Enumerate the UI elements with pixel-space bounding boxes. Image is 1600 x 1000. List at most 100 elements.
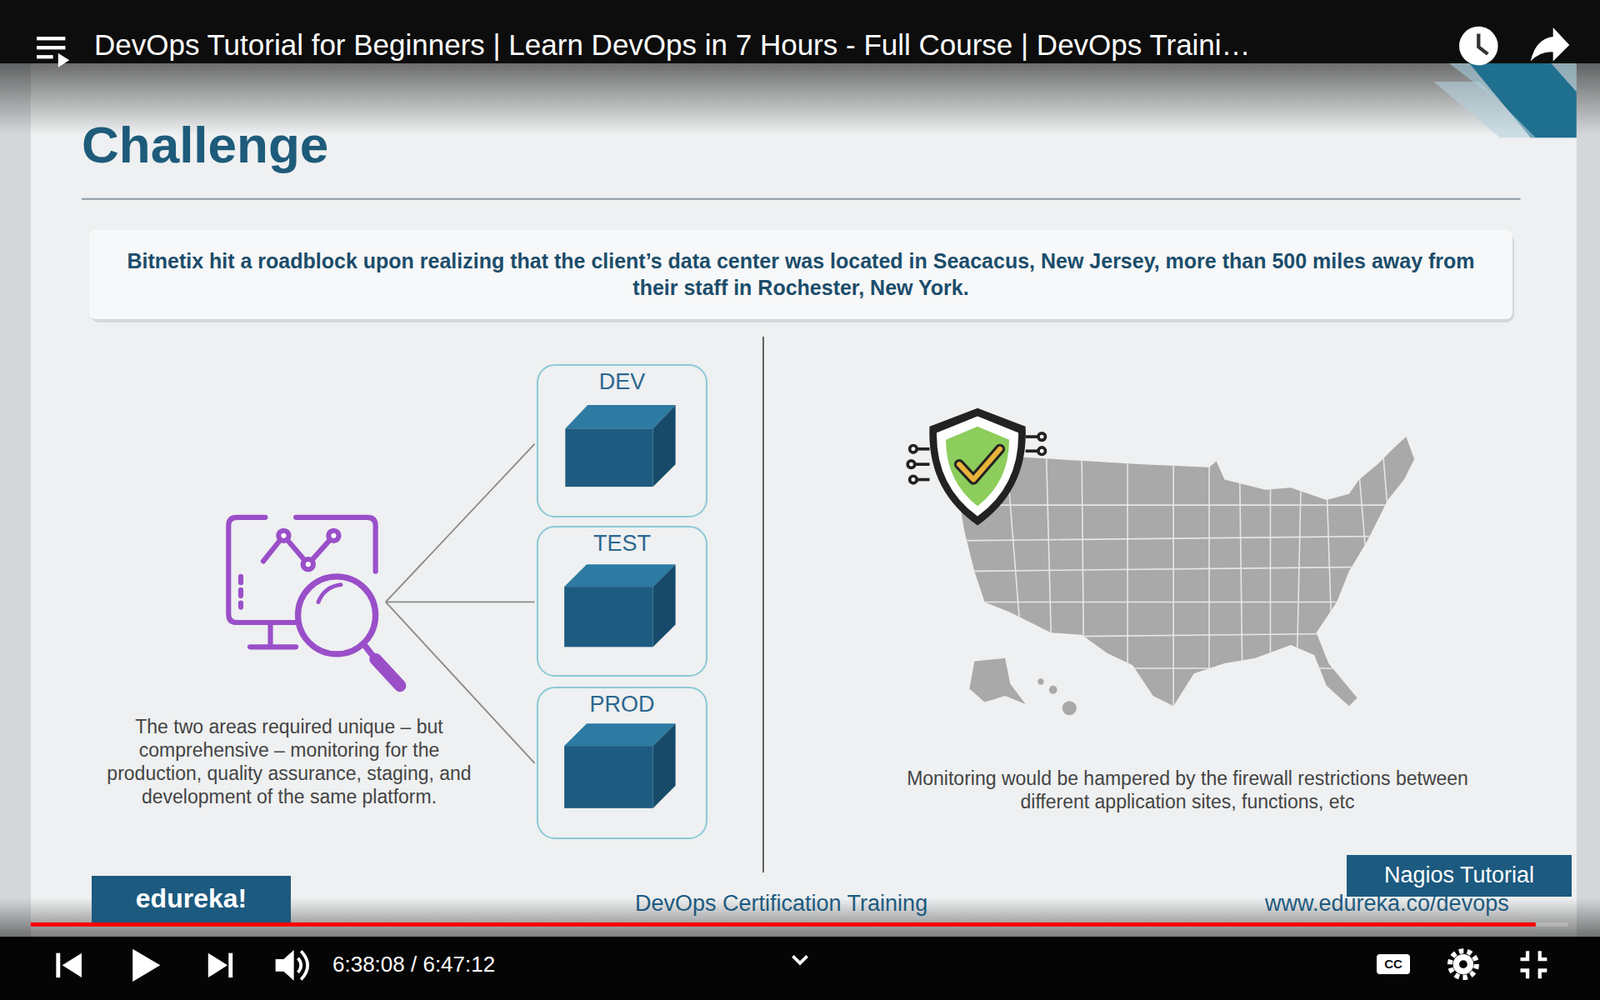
- shield-icon: [914, 462, 930, 466]
- monitoring-icon: [278, 530, 289, 541]
- shield-icon: [907, 460, 915, 469]
- box-heading: PROD: [538, 690, 706, 718]
- us-map: [1172, 439, 1175, 715]
- playlist-icon: [36, 45, 65, 50]
- box-heading: Bitnetix hit a roadblock upon realizing …: [122, 248, 1480, 301]
- exit-fullscreen-icon: [1520, 950, 1547, 979]
- right-caption: Monitoring would be hampered by the fire…: [900, 766, 1475, 814]
- prod-cube: [564, 745, 654, 809]
- previous-icon: [55, 953, 60, 978]
- us-map: [1382, 449, 1388, 510]
- playlist-icon: [36, 36, 70, 68]
- box-heading: DEV: [538, 368, 706, 395]
- us-map: [1208, 439, 1210, 715]
- monitoring-icon: [228, 517, 400, 686]
- volume-icon: [275, 950, 309, 981]
- us-map: [1045, 439, 1051, 634]
- next-icon: [228, 953, 233, 978]
- divider: [762, 336, 765, 873]
- dev-cube: [565, 405, 675, 487]
- dev-cube: [565, 428, 653, 487]
- title-rule: [81, 198, 1521, 200]
- us-map: [949, 535, 1430, 541]
- us-map: [949, 504, 1430, 506]
- shield-icon: [910, 475, 918, 484]
- us-map: [959, 436, 1415, 706]
- monitoring-icon: [250, 644, 296, 650]
- us-map: [949, 439, 1430, 715]
- shield-icon: [959, 449, 1000, 480]
- us-map: [1037, 678, 1044, 685]
- shield-icon: [936, 416, 1019, 517]
- watch-later-icon: [1478, 33, 1488, 54]
- progress-track: [30, 922, 1569, 927]
- left-caption: The two areas required unique – but comp…: [93, 715, 485, 809]
- test-cube: [564, 564, 675, 647]
- exit-fullscreen-icon: [1520, 950, 1528, 960]
- shield-icon: [1038, 447, 1046, 455]
- prod-cube: [653, 723, 676, 809]
- shield-icon: [907, 408, 1045, 526]
- us-map: [1126, 439, 1129, 675]
- volume-icon: [298, 958, 302, 973]
- video-title: DevOps Tutorial for Beginners | Learn De…: [94, 27, 1251, 64]
- fan-out-lines: [385, 601, 535, 763]
- time-display: 6:38:08 / 6:47:12: [332, 951, 495, 979]
- corner-decoration: [1433, 63, 1576, 138]
- play-icon: [132, 949, 160, 982]
- challenge-band: Bitnetix hit a roadblock upon realizing …: [89, 230, 1513, 320]
- us-map: [1049, 685, 1058, 695]
- fan-out-lines: [385, 601, 535, 604]
- shield-icon: [959, 449, 1000, 480]
- dev-cube: [653, 405, 676, 487]
- us-map: [1357, 449, 1368, 572]
- monitoring-icon: [295, 517, 376, 572]
- monitoring-icon: [375, 659, 400, 686]
- us-map: [1240, 480, 1244, 715]
- watch-later-icon: [1459, 26, 1499, 66]
- us-map: [1081, 439, 1084, 654]
- us-map: [1270, 480, 1272, 715]
- settings-icon: [1450, 950, 1477, 978]
- corner-decoration: [1433, 81, 1535, 138]
- prod-cube: [564, 723, 675, 809]
- fan-out-lines: [385, 444, 535, 764]
- us-map: [969, 658, 1025, 705]
- monitoring-icon: [318, 585, 341, 603]
- next-icon: [208, 953, 233, 978]
- shield-icon: [1038, 433, 1046, 441]
- us-map: [1062, 700, 1077, 715]
- exit-fullscreen-icon: [1520, 970, 1528, 979]
- us-map: [1295, 480, 1301, 715]
- exit-fullscreen-icon: [1540, 970, 1548, 979]
- monitoring-icon: [263, 535, 334, 565]
- us-map: [949, 436, 1430, 715]
- slide-title: Challenge: [81, 115, 329, 175]
- captions-button: CC: [1376, 954, 1410, 975]
- us-map: [949, 566, 1430, 572]
- settings-icon: [1450, 950, 1477, 978]
- control-bar: [0, 936, 1600, 1000]
- shield-icon: [945, 426, 1010, 507]
- next-icon: [208, 953, 228, 978]
- monitoring-icon: [267, 624, 273, 645]
- chapter-chevron: [792, 955, 807, 964]
- environment-box: TEST: [536, 525, 708, 677]
- previous-icon: [55, 953, 82, 978]
- us-map: [1326, 480, 1332, 634]
- watch-later-icon: [1459, 26, 1499, 66]
- test-cube: [653, 564, 676, 647]
- playlist-icon: [58, 53, 70, 68]
- footer-text: DevOps Certification Training: [635, 890, 928, 918]
- progress-played: [30, 922, 1536, 927]
- shield-icon: [910, 445, 918, 453]
- play-icon: [132, 949, 160, 982]
- footer-url: www.edureka.co/devops: [1265, 890, 1510, 918]
- us-map: [949, 632, 1430, 638]
- environment-box: DEV: [536, 364, 708, 518]
- shield-icon: [929, 408, 1026, 526]
- exit-fullscreen-icon: [1540, 950, 1548, 960]
- box-heading: Nagios Tutorial: [1384, 863, 1535, 889]
- settings-icon: [1453, 954, 1474, 975]
